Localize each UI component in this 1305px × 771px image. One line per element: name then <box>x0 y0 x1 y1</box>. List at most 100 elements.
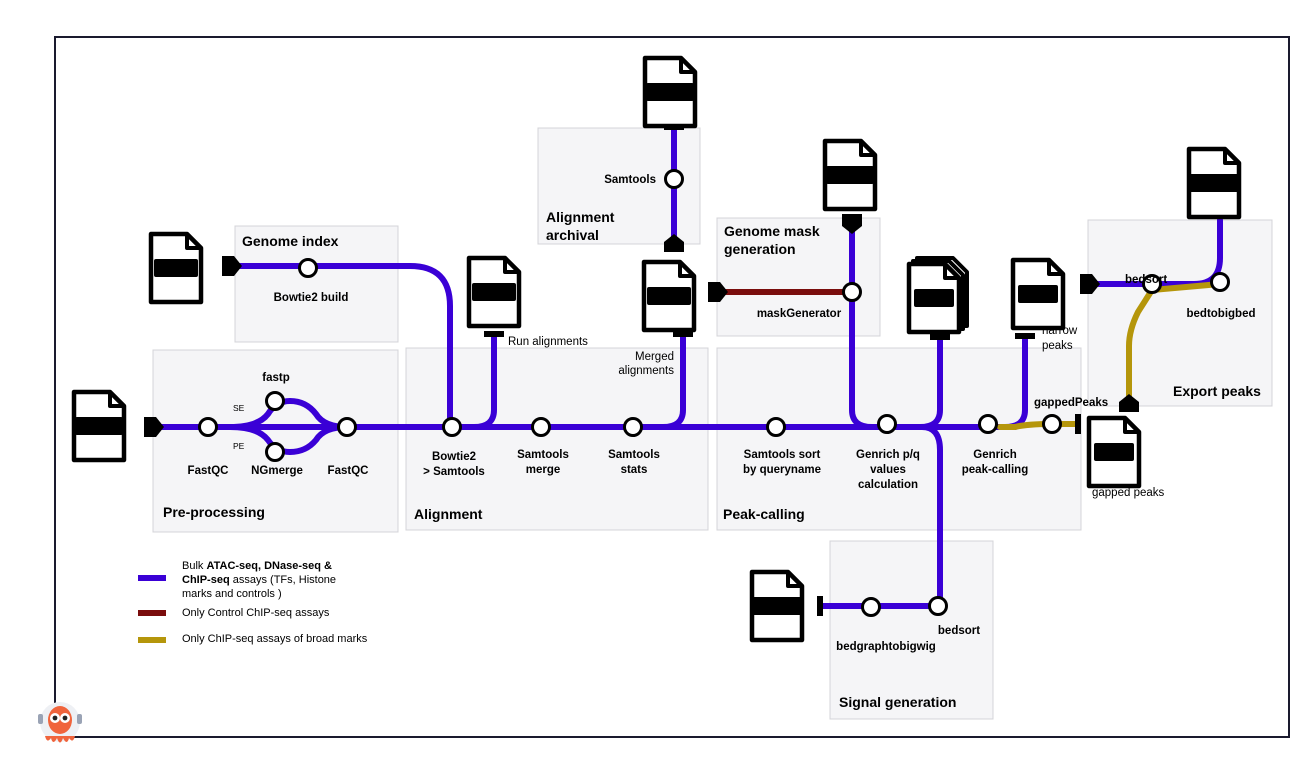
node-genrich-peak <box>978 414 998 434</box>
file-fastq-label: fastq <box>82 419 115 435</box>
signal-line <box>819 424 943 609</box>
annotation-run-alignments: Run alignments <box>508 336 588 348</box>
node-fastqc-1 <box>198 417 218 437</box>
file-tsv-label: tsv <box>924 291 944 307</box>
node-samtools-sort <box>766 417 786 437</box>
label-bedtobigbed: bedtobigbed <box>1187 308 1256 320</box>
annotation-merged-1: Merged <box>635 351 674 363</box>
node-ngmerge <box>265 442 285 462</box>
export-connector <box>1080 274 1100 294</box>
section-title-signal-generation: Signal generation <box>839 694 956 710</box>
label-bowtie2-build: Bowtie2 build <box>274 292 349 304</box>
section-title-archival-2: archival <box>546 227 599 243</box>
file-bed-narrow-label: bed <box>1026 287 1051 303</box>
file-bigwig: bigwig <box>752 572 802 640</box>
legend-swatch-broad <box>138 637 166 643</box>
file-mask: mask <box>825 141 875 209</box>
legend: Bulk ATAC-seq, DNase-seq & ChIP-seq assa… <box>138 560 368 645</box>
section-title-export-peaks: Export peaks <box>1173 383 1261 399</box>
label-bowtie2-2: > Samtools <box>423 466 485 478</box>
legend-swatch-control <box>138 610 166 616</box>
label-fastp: fastp <box>262 372 289 384</box>
file-bed-gapped: bed <box>1089 418 1139 486</box>
label-genrich-peak-2: peak-calling <box>962 464 1028 476</box>
file-bigwig-label: bigwig <box>756 600 797 615</box>
file-bed-narrow: bed <box>1013 260 1063 328</box>
label-bedgraphtobigwig: bedgraphtobigwig <box>836 641 936 653</box>
bed-narrow-connector <box>1015 333 1035 339</box>
node-gapped-peaks <box>1042 414 1062 434</box>
file-cram: cram <box>645 58 695 126</box>
legend-bulk-line-3: marks and controls ) <box>182 588 282 600</box>
section-title-archival-1: Alignment <box>546 209 615 225</box>
annotation-merged-2: alignments <box>618 365 674 377</box>
file-cram-label: cram <box>653 85 686 101</box>
file-fasta: fasta <box>151 234 201 302</box>
label-ngmerge: NGmerge <box>251 465 303 477</box>
label-genrich-pq-3: calculation <box>858 479 918 491</box>
archival-connector <box>664 234 684 252</box>
label-genrich-peak-1: Genrich <box>973 449 1016 461</box>
node-bowtie2-build <box>298 258 318 278</box>
label-fastqc-2: FastQC <box>328 465 369 477</box>
label-fastqc-1: FastQC <box>188 465 229 477</box>
file-fasta-label: fasta <box>160 261 193 277</box>
file-icons: fasta fastq bam bam cram mask <box>74 58 1239 640</box>
node-bedtobigbed <box>1210 272 1230 292</box>
label-samtools-merge-2: merge <box>526 464 561 476</box>
legend-control-text: Only Control ChIP-seq assays <box>182 607 330 619</box>
gapped-connector <box>1075 414 1081 434</box>
file-bed-gapped-label: bed <box>1102 445 1127 461</box>
node-bowtie2-samtools <box>442 417 462 437</box>
label-sort-1: Samtools sort <box>744 449 821 461</box>
file-bigbed-label: bigbed <box>1193 177 1236 192</box>
gapped-bed-connector <box>1119 394 1139 412</box>
section-title-peak-calling: Peak-calling <box>723 506 805 522</box>
mask-line <box>849 222 875 430</box>
section-title-mask-2: generation <box>724 241 796 257</box>
label-mask-generator: maskGenerator <box>757 308 842 320</box>
legend-bulk-line-1: Bulk ATAC-seq, DNase-seq & <box>182 560 332 572</box>
annotation-gapped-peaks: gapped peaks <box>1092 487 1165 499</box>
section-alignment <box>405 347 709 531</box>
run-alignments-line <box>471 333 497 430</box>
ngmerge-branch <box>227 424 350 455</box>
node-mask-generator <box>842 282 862 302</box>
node-fastqc-2 <box>337 417 357 437</box>
node-samtools-archival <box>664 169 684 189</box>
bigwig-connector <box>817 596 823 616</box>
node-genrich-pq <box>877 414 897 434</box>
file-bam-merged: bam <box>644 262 694 330</box>
connectors <box>144 124 1230 616</box>
section-peak-calling <box>716 347 1082 531</box>
broad-export-line <box>1126 281 1223 405</box>
section-pre-processing <box>152 349 399 533</box>
file-mask-label: mask <box>832 168 868 184</box>
annotation-narrow-2: peaks <box>1042 340 1073 352</box>
label-pe: PE <box>233 441 245 451</box>
label-samtools-stats-1: Samtools <box>608 449 660 461</box>
tsv-connector <box>930 334 950 340</box>
label-genrich-pq-2: values <box>870 464 906 476</box>
section-export-peaks <box>1087 219 1273 407</box>
label-bedsort-export: bedsort <box>1125 274 1167 286</box>
step-nodes <box>198 169 1230 617</box>
node-samtools-stats <box>623 417 643 437</box>
fastp-branch <box>227 398 350 430</box>
file-bigbed: bigbed <box>1189 149 1239 217</box>
fasta-connector <box>222 256 242 276</box>
genome-index-line <box>227 263 453 430</box>
bam-run-connector <box>484 331 504 337</box>
label-samtools-stats-2: stats <box>621 464 648 476</box>
file-tsv: tsv <box>909 258 967 332</box>
node-fastp <box>265 391 285 411</box>
node-samtools-merge <box>531 417 551 437</box>
legend-broad-text: Only ChIP-seq assays of broad marks <box>182 633 368 645</box>
fastq-connector <box>144 417 164 437</box>
node-bedsort-export <box>1142 274 1162 294</box>
file-bam-run: bam <box>469 258 519 326</box>
file-bam-run-label: bam <box>480 285 509 301</box>
bam-merged-bottom-connector <box>673 331 693 337</box>
mask-connector <box>842 214 862 234</box>
